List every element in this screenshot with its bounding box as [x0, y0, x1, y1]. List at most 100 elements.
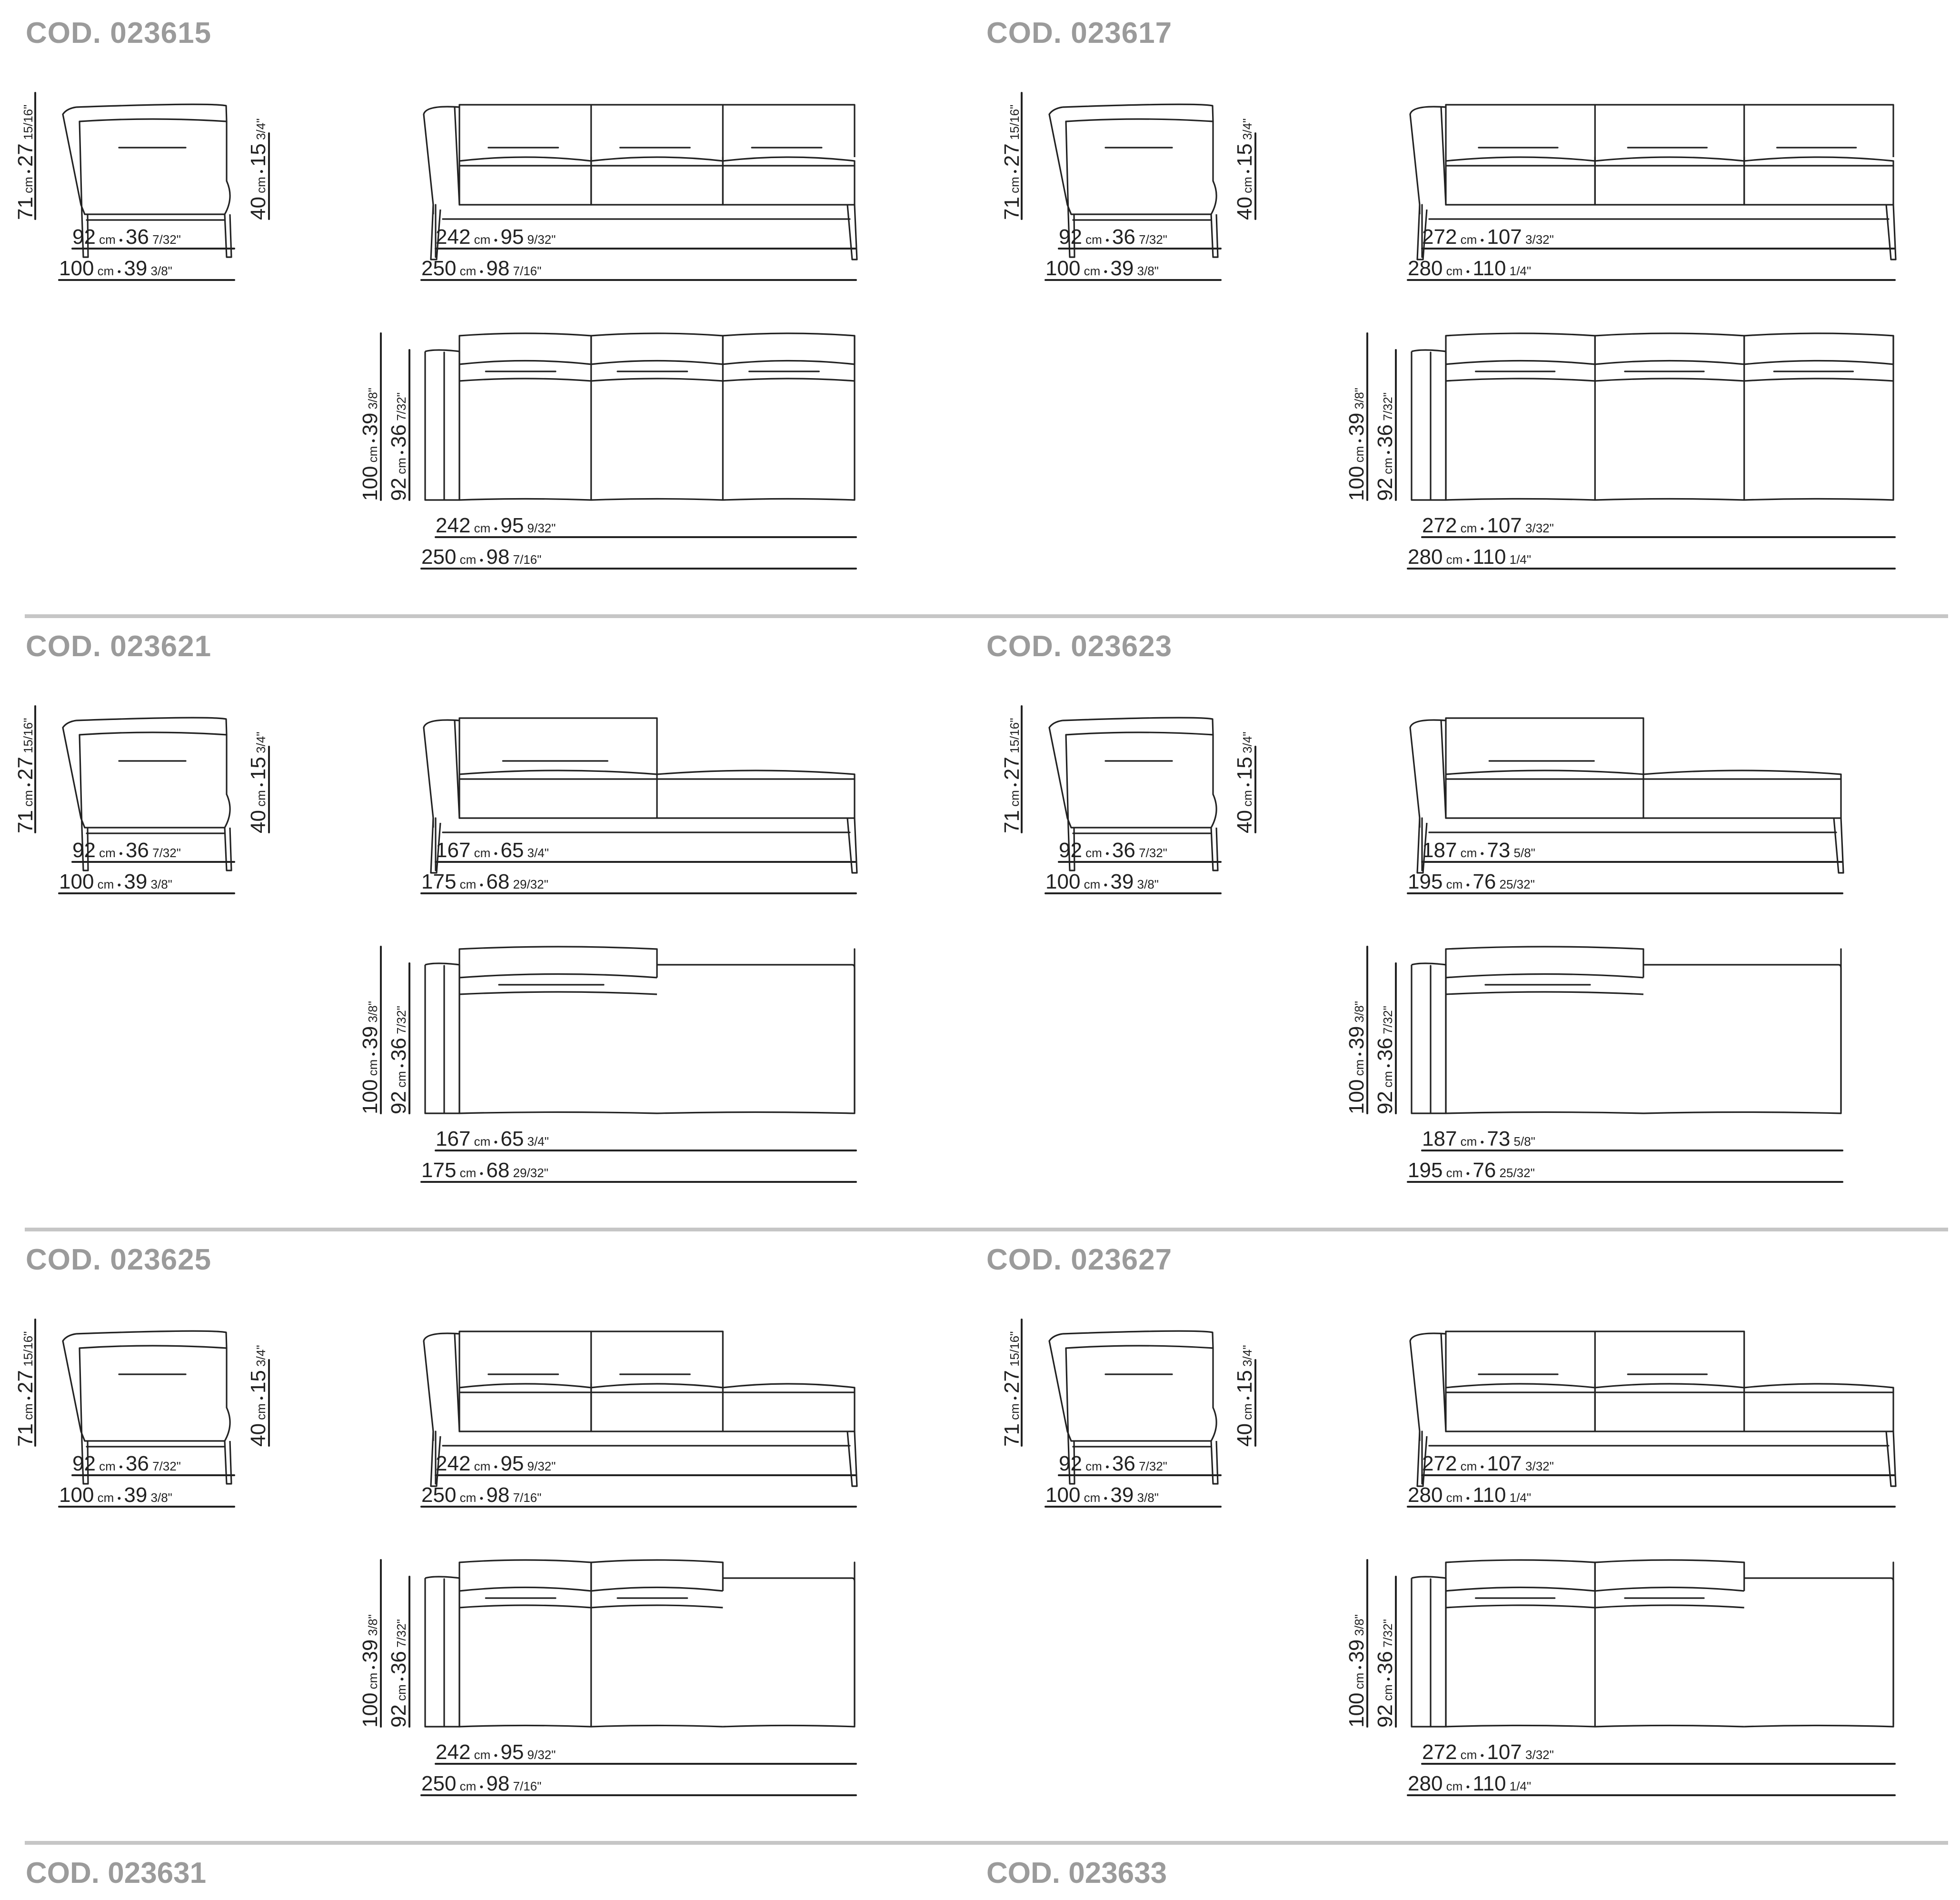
dimension-label: 40 cm • 15 3/4"	[247, 1345, 270, 1447]
front-elevation-drawing: 242 cm • 95 9/32" 250 cm • 98 7/16"	[420, 104, 858, 281]
dimension-label: 40 cm • 15 3/4"	[1233, 119, 1256, 220]
dimension-label: 40 cm • 15 3/4"	[247, 119, 270, 220]
dimension-label: 280 cm • 110 1/4"	[1408, 257, 1531, 280]
dimension-label: 280 cm • 110 1/4"	[1408, 1772, 1531, 1795]
dimension-label: 272 cm • 107 3/32"	[1422, 514, 1554, 537]
plan-view-drawing: 100 cm • 39 3/8"92 cm • 36 7/32" 242 cm •…	[358, 1559, 857, 1796]
product-panel: COD. 023621 71 cm • 27 15/16" 40 cm • 15 3…	[14, 613, 930, 1227]
product-panel: COD. 023625 71 cm • 27 15/16" 40 cm • 15 3…	[14, 1227, 930, 1840]
dimension-label: 92 cm • 36 7/32"	[1059, 839, 1167, 862]
dimension-label: 195 cm • 76 25/32"	[1408, 1159, 1535, 1182]
technical-drawing: 71 cm • 27 15/16" 40 cm • 15 3/4" 92 cm • …	[1000, 705, 1844, 1183]
product-panel: COD. 023617 71 cm • 27 15/16" 40 cm • 15 3…	[986, 0, 1939, 613]
technical-drawing: 71 cm • 27 15/16" 40 cm • 15 3/4" 92 cm • …	[14, 92, 858, 570]
dimension-label: 40 cm • 15 3/4"	[1233, 1345, 1256, 1447]
dimension-label: 250 cm • 98 7/16"	[421, 257, 541, 280]
technical-drawing: 71 cm • 27 15/16" 40 cm • 15 3/4" 92 cm • …	[14, 1319, 858, 1796]
dimension-label: 92 cm • 36 7/32"	[1373, 392, 1397, 501]
dimension-label: 242 cm • 95 9/32"	[436, 1452, 556, 1475]
product-panel: COD. 023615 71 cm • 27 15/16" 40 cm • 15 3…	[14, 0, 930, 613]
dimension-label: 40 cm • 15 3/4"	[247, 732, 270, 833]
dimension-label: 250 cm • 98 7/16"	[421, 545, 541, 569]
side-elevation-drawing: 71 cm • 27 15/16" 40 cm • 15 3/4" 92 cm • …	[1000, 1319, 1256, 1508]
side-elevation-drawing: 71 cm • 27 15/16" 40 cm • 15 3/4" 92 cm • …	[1000, 705, 1256, 894]
dimension-label: 71 cm • 27 15/16"	[14, 1331, 37, 1447]
plan-view-drawing: 100 cm • 39 3/8"92 cm • 36 7/32" 242 cm •…	[358, 332, 857, 570]
dimension-label: 272 cm • 107 3/32"	[1422, 1740, 1554, 1764]
dimension-label: 71 cm • 27 15/16"	[1000, 105, 1024, 220]
dimension-label: 92 cm • 36 7/32"	[387, 392, 410, 501]
dimension-label: 280 cm • 110 1/4"	[1408, 545, 1531, 569]
row-divider	[25, 614, 1948, 618]
product-code-heading: COD. 023631	[26, 1857, 207, 1890]
plan-view-drawing: 100 cm • 39 3/8"92 cm • 36 7/32" 167 cm •…	[358, 946, 857, 1183]
side-elevation-drawing: 71 cm • 27 15/16" 40 cm • 15 3/4" 92 cm • …	[14, 1319, 270, 1508]
dimension-label: 272 cm • 107 3/32"	[1422, 1452, 1554, 1475]
dimension-label: 92 cm • 36 7/32"	[1059, 225, 1167, 249]
dimension-label: 175 cm • 68 29/32"	[421, 1159, 548, 1182]
dimension-label: 92 cm • 36 7/32"	[1059, 1452, 1167, 1475]
front-elevation-drawing: 167 cm • 65 3/4" 175 cm • 68 29/32"	[420, 717, 858, 894]
plan-view-drawing: 100 cm • 39 3/8"92 cm • 36 7/32" 272 cm •…	[1345, 1559, 1896, 1796]
front-elevation-drawing: 272 cm • 107 3/32" 280 cm • 110 1/4"	[1407, 1330, 1897, 1508]
dimension-label: 40 cm • 15 3/4"	[1233, 732, 1256, 833]
dimension-label: 100 cm • 39 3/8"	[1045, 870, 1159, 893]
dimension-label: 100 cm • 39 3/8"	[1045, 1483, 1159, 1507]
product-code-heading: COD. 023625	[26, 1243, 212, 1276]
dimension-label: 100 cm • 39 3/8"	[59, 870, 172, 893]
dimension-label: 100 cm • 39 3/8"	[1045, 257, 1159, 280]
dimension-label: 100 cm • 39 3/8"	[358, 388, 382, 501]
dimension-label: 71 cm • 27 15/16"	[14, 718, 37, 833]
dimension-label: 92 cm • 36 7/32"	[387, 1619, 410, 1728]
dimension-label: 100 cm • 39 3/8"	[1345, 388, 1368, 501]
dimension-label: 167 cm • 65 3/4"	[436, 839, 549, 862]
dimension-label: 100 cm • 39 3/8"	[358, 1001, 382, 1114]
dimension-label: 187 cm • 73 5/8"	[1422, 1127, 1535, 1150]
product-code-heading: COD. 023615	[26, 17, 212, 50]
dimension-label: 250 cm • 98 7/16"	[421, 1772, 541, 1795]
dimension-label: 242 cm • 95 9/32"	[436, 1740, 556, 1764]
dimension-label: 100 cm • 39 3/8"	[1345, 1001, 1368, 1114]
dimension-label: 195 cm • 76 25/32"	[1408, 870, 1535, 893]
product-panel: COD. 023627 71 cm • 27 15/16" 40 cm • 15 3…	[986, 1227, 1939, 1840]
front-elevation-drawing: 272 cm • 107 3/32" 280 cm • 110 1/4"	[1407, 104, 1897, 281]
dimension-label: 242 cm • 95 9/32"	[436, 514, 556, 537]
dimension-label: 92 cm • 36 7/32"	[72, 225, 181, 249]
dimension-label: 242 cm • 95 9/32"	[436, 225, 556, 249]
product-code-heading: COD. 023633	[986, 1857, 1167, 1890]
dimension-label: 100 cm • 39 3/8"	[358, 1614, 382, 1728]
product-code-heading: COD. 023623	[986, 630, 1173, 663]
side-elevation-drawing: 71 cm • 27 15/16" 40 cm • 15 3/4" 92 cm • …	[1000, 92, 1256, 281]
row-divider	[25, 1228, 1948, 1231]
dimension-label: 71 cm • 27 15/16"	[14, 105, 37, 220]
dimension-label: 92 cm • 36 7/32"	[387, 1006, 410, 1114]
dimension-label: 92 cm • 36 7/32"	[72, 839, 181, 862]
side-elevation-drawing: 71 cm • 27 15/16" 40 cm • 15 3/4" 92 cm • …	[14, 705, 270, 894]
technical-drawing: 71 cm • 27 15/16" 40 cm • 15 3/4" 92 cm • …	[1000, 1319, 1897, 1796]
product-panel: COD. 023623 71 cm • 27 15/16" 40 cm • 15 3…	[986, 613, 1939, 1227]
plan-view-drawing: 100 cm • 39 3/8"92 cm • 36 7/32" 187 cm •…	[1345, 946, 1843, 1183]
technical-drawing: 71 cm • 27 15/16" 40 cm • 15 3/4" 92 cm • …	[1000, 92, 1897, 570]
dimension-label: 187 cm • 73 5/8"	[1422, 839, 1535, 862]
front-elevation-drawing: 187 cm • 73 5/8" 195 cm • 76 25/32"	[1407, 717, 1844, 894]
side-elevation-drawing: 71 cm • 27 15/16" 40 cm • 15 3/4" 92 cm • …	[14, 92, 270, 281]
dimension-label: 92 cm • 36 7/32"	[1373, 1619, 1397, 1728]
dimension-label: 71 cm • 27 15/16"	[1000, 1331, 1024, 1447]
dimension-label: 167 cm • 65 3/4"	[436, 1127, 549, 1150]
dimension-label: 272 cm • 107 3/32"	[1422, 225, 1554, 249]
product-code-heading: COD. 023617	[986, 17, 1173, 50]
dimension-label: 100 cm • 39 3/8"	[59, 257, 172, 280]
dimension-label: 100 cm • 39 3/8"	[1345, 1614, 1368, 1728]
dimension-label: 92 cm • 36 7/32"	[1373, 1006, 1397, 1114]
dimension-label: 280 cm • 110 1/4"	[1408, 1483, 1531, 1507]
front-elevation-drawing: 242 cm • 95 9/32" 250 cm • 98 7/16"	[420, 1330, 858, 1508]
dimension-label: 175 cm • 68 29/32"	[421, 870, 548, 893]
product-code-heading: COD. 023627	[986, 1243, 1173, 1276]
product-code-heading: COD. 023621	[26, 630, 212, 663]
dimension-label: 92 cm • 36 7/32"	[72, 1452, 181, 1475]
dimension-label: 71 cm • 27 15/16"	[1000, 718, 1024, 833]
dimension-label: 100 cm • 39 3/8"	[59, 1483, 172, 1507]
technical-drawing: 71 cm • 27 15/16" 40 cm • 15 3/4" 92 cm • …	[14, 705, 858, 1183]
plan-view-drawing: 100 cm • 39 3/8"92 cm • 36 7/32" 272 cm •…	[1345, 332, 1896, 570]
dimension-label: 250 cm • 98 7/16"	[421, 1483, 541, 1507]
